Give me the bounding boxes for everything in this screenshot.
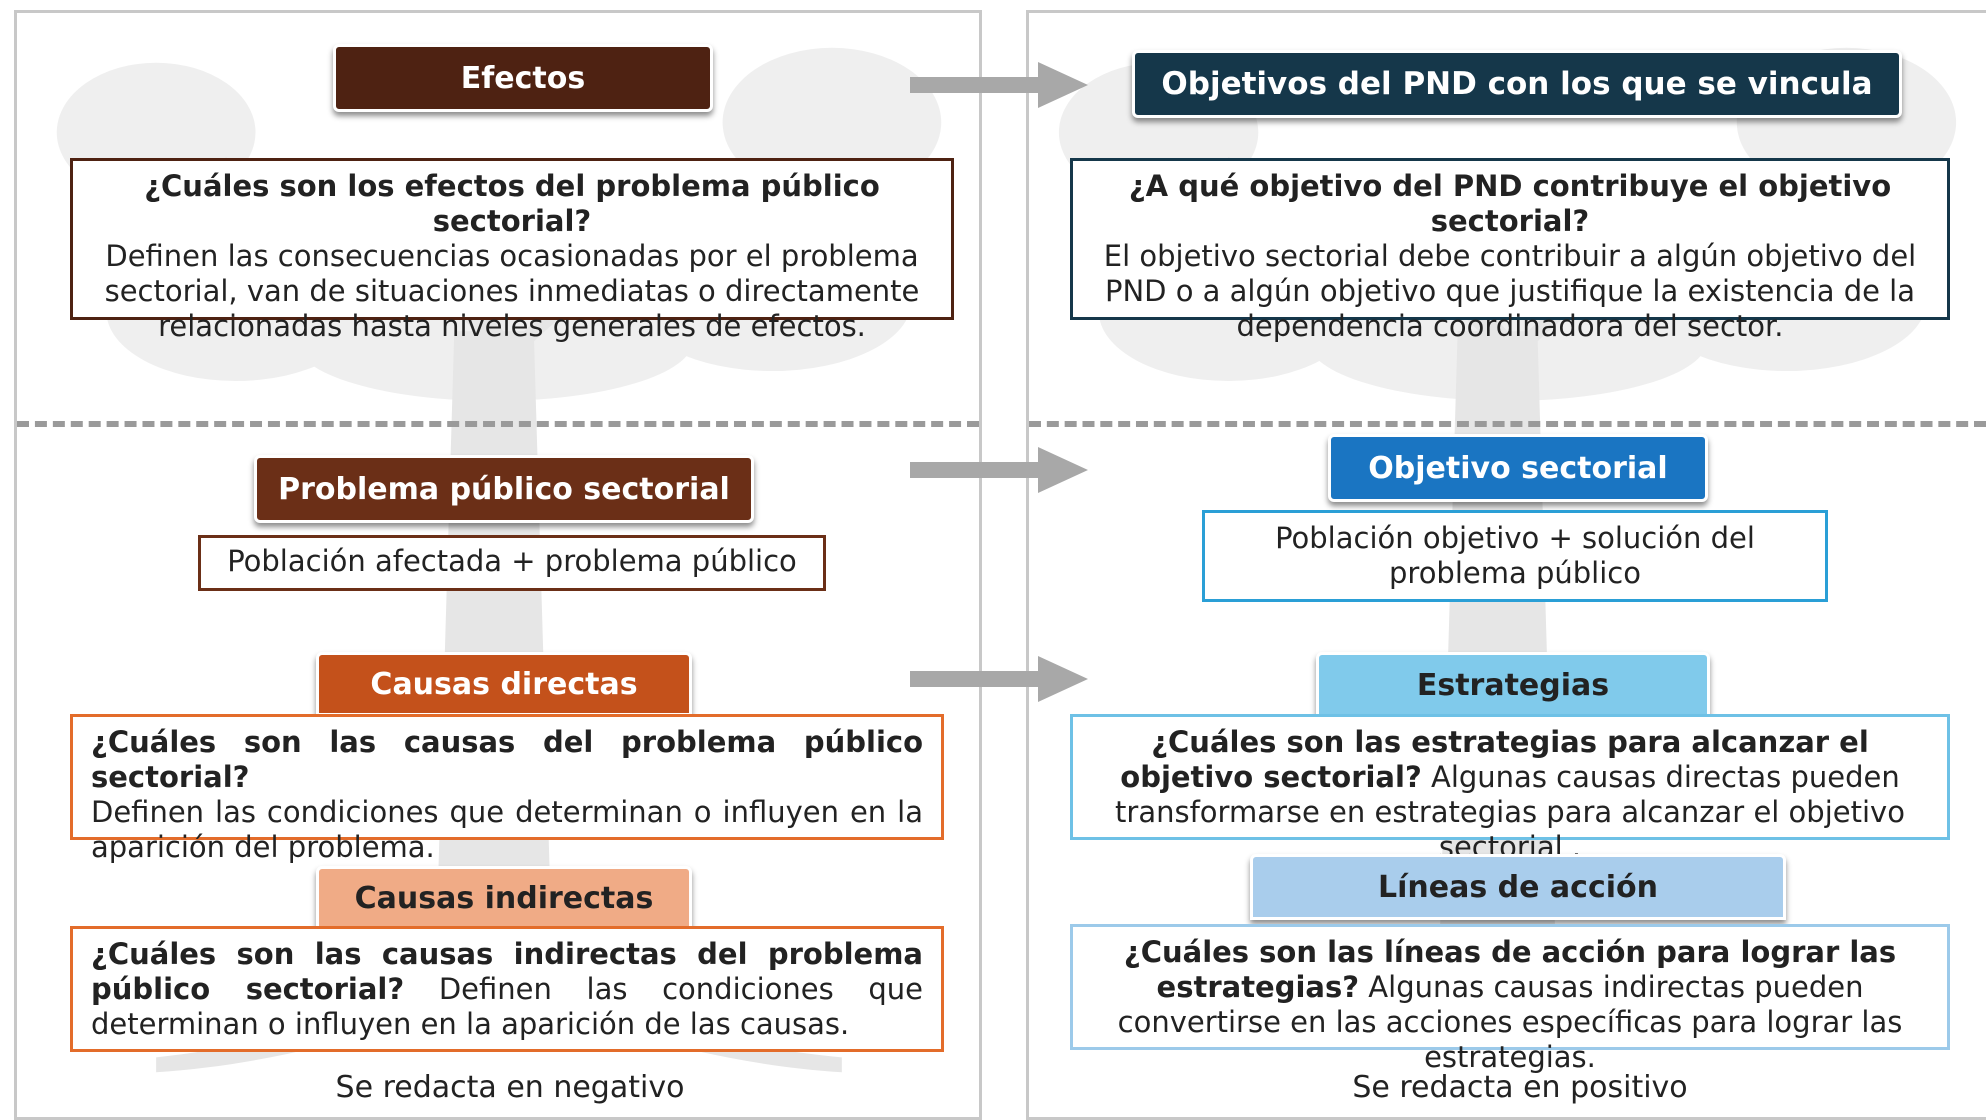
causas-indirectas-header: Causas indirectas — [316, 866, 692, 930]
causas-indirectas-question: ¿Cuáles son las causas indirectas del pr… — [91, 937, 923, 1006]
objetivo-text: Población objetivo + solución del proble… — [1275, 521, 1755, 590]
lineas-header: Líneas de acción — [1250, 854, 1786, 920]
causas-directas-box: ¿Cuáles son las causas del problema públ… — [70, 714, 944, 864]
estrategias-box: ¿Cuáles son las estrategias para alcanza… — [1070, 714, 1950, 864]
divider-dashed — [1029, 421, 1986, 427]
causas-directas-text: Definen las condiciones que determinan o… — [91, 795, 923, 864]
lineas-text: Algunas causas indirectas pueden convert… — [1117, 970, 1903, 1074]
arrow-right-icon — [910, 656, 1088, 702]
causas-indirectas-box: ¿Cuáles son las causas indirectas del pr… — [70, 926, 944, 1052]
estrategias-title: Estrategias — [1416, 667, 1610, 703]
problema-title: Problema público sectorial — [278, 471, 730, 507]
pnd-box: ¿A qué objetivo del PND contribuye el ob… — [1070, 158, 1950, 343]
causas-directas-title: Causas directas — [370, 666, 638, 702]
causas-directas-question: ¿Cuáles son las causas del problema públ… — [91, 725, 923, 794]
efectos-title: Efectos — [460, 60, 586, 96]
pnd-question: ¿A qué objetivo del PND contribuye el ob… — [1128, 169, 1892, 238]
pnd-title: Objetivos del PND con los que se vincula — [1161, 66, 1873, 102]
objetivo-title: Objetivo sectorial — [1368, 450, 1668, 486]
objetivo-header: Objetivo sectorial — [1328, 434, 1708, 502]
pnd-header: Objetivos del PND con los que se vincula — [1132, 50, 1902, 118]
efectos-box: ¿Cuáles son los efectos del problema púb… — [70, 158, 954, 343]
arrow-right-icon — [910, 62, 1088, 108]
estrategias-question: ¿Cuáles son las estrategias para alcanza… — [1120, 725, 1869, 794]
causas-directas-header: Causas directas — [316, 652, 692, 716]
lineas-title: Líneas de acción — [1378, 869, 1658, 905]
lineas-box: ¿Cuáles son las líneas de acción para lo… — [1070, 924, 1950, 1074]
pnd-text: El objetivo sectorial debe contribuir a … — [1103, 239, 1917, 343]
efectos-text: Definen las consecuencias ocasionadas po… — [104, 239, 920, 343]
estrategias-header: Estrategias — [1316, 652, 1710, 718]
footer-positivo: Se redacta en positivo — [1352, 1070, 1688, 1105]
efectos-header: Efectos — [333, 44, 713, 112]
divider-dashed — [17, 421, 979, 427]
problema-box: Población afectada + problema público — [198, 535, 826, 591]
causas-indirectas-text: Definen las condiciones que determinan o… — [91, 972, 924, 1041]
lineas-question: ¿Cuáles son las líneas de acción para lo… — [1123, 935, 1897, 1004]
problema-text: Población afectada + problema público — [227, 544, 797, 578]
problema-header: Problema público sectorial — [254, 455, 754, 523]
efectos-question: ¿Cuáles son los efectos del problema púb… — [144, 169, 880, 238]
footer-negativo: Se redacta en negativo — [335, 1070, 685, 1105]
causas-indirectas-title: Causas indirectas — [354, 880, 654, 916]
objetivo-box: Población objetivo + solución del proble… — [1202, 510, 1828, 602]
arrow-right-icon — [910, 447, 1088, 493]
